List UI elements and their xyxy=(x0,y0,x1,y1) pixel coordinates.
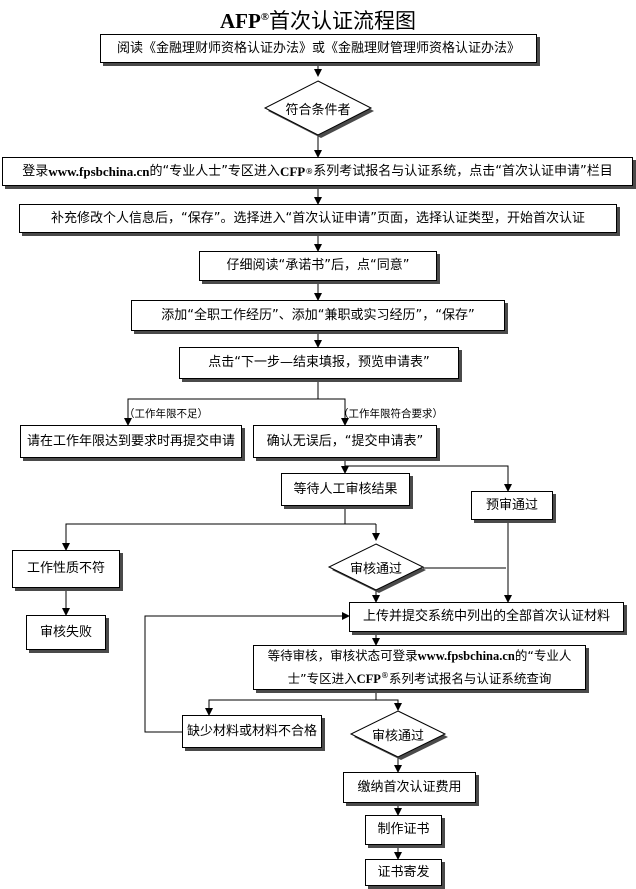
upload-materials-box: 上传并提交系统中列出的全部首次认证材料 xyxy=(349,602,624,632)
connector xyxy=(376,699,402,711)
wait-text-2: 的“专业人士”专区进入 xyxy=(287,647,572,687)
connector xyxy=(318,398,349,426)
mail-certificate-box: 证书寄发 xyxy=(365,859,442,886)
title-registered-mark: ® xyxy=(260,11,270,23)
review-failed-box: 审核失败 xyxy=(26,615,106,650)
branch-label-meets: （工作年限符合要求） xyxy=(338,408,443,420)
wait-registered-mark: ® xyxy=(380,670,389,680)
confirm-submit-box: 确认无误后，“提交申请表” xyxy=(253,425,437,458)
review-passed-decision-label: 审核通过 xyxy=(349,561,402,577)
decision-diamond xyxy=(263,80,373,136)
login-url: www.fpsbchina.cn xyxy=(48,163,150,179)
connector xyxy=(144,612,350,733)
make-certificate-box: 制作证书 xyxy=(365,815,442,845)
reapply-later-box: 请在工作年限达到要求时再提交申请 xyxy=(20,425,242,458)
decision-diamond xyxy=(327,543,425,591)
branch-label-insufficient: （工作年限不足） xyxy=(124,408,208,420)
wait-review-text: 等待审核，审核状态可登录www.fpsbchina.cn的“专业人士”专区进入C… xyxy=(260,646,579,689)
login-registered-mark: ® xyxy=(305,166,314,176)
page-title: AFP®首次认证流程图 xyxy=(0,0,636,34)
read-rules-box: 阅读《金融理财师资格认证办法》或《金融理财管理师资格认证办法》 xyxy=(100,34,537,63)
eligible-decision-label: 符合条件者 xyxy=(285,102,351,118)
decision-diamond xyxy=(349,710,447,758)
final-review-passed-label: 审核通过 xyxy=(371,728,424,744)
wait-text-1: 等待审核，审核状态可登录 xyxy=(267,647,418,663)
job-mismatch-box: 工作性质不符 xyxy=(12,550,120,588)
wait-text-3: 系列考试报名与认证系统查询 xyxy=(388,671,552,687)
add-experience-box: 添加“全职工作经历”、添加“兼职或实习经历”，“保存” xyxy=(131,300,505,331)
wait-cfp: CFP xyxy=(356,672,381,687)
connector xyxy=(124,379,319,426)
login-text-1: 登录 xyxy=(22,163,49,179)
title-suffix: 首次认证流程图 xyxy=(269,9,417,33)
pre-approved-box: 预审通过 xyxy=(471,491,553,520)
wait-manual-review-box: 等待人工审核结果 xyxy=(281,473,410,506)
login-text-3: 系列考试报名与认证系统，点击“首次认证申请”栏目 xyxy=(313,163,613,179)
connector xyxy=(344,458,512,492)
login-text-2: 的“专业人士”专区进入 xyxy=(149,163,280,179)
wait-url: www.fpsbchina.cn xyxy=(417,648,515,663)
title-prefix: AFP xyxy=(219,9,261,33)
connector xyxy=(205,690,377,716)
pay-fee-box: 缴纳首次认证费用 xyxy=(343,772,476,803)
next-step-box: 点击“下一步—结束填报，预览申请表” xyxy=(179,347,459,379)
fill-info-box: 补充修改个人信息后，“保存”。选择进入“首次认证申请”页面，选择认证类型，开始首… xyxy=(19,204,617,233)
wait-review-box: 等待审核，审核状态可登录www.fpsbchina.cn的“专业人士”专区进入C… xyxy=(253,645,586,690)
connector xyxy=(62,506,346,551)
login-cfp: CFP xyxy=(279,163,306,179)
missing-materials-box: 缺少材料或材料不合格 xyxy=(182,715,322,748)
read-pledge-box: 仔细阅读“承诺书”后，点“同意” xyxy=(199,251,437,281)
